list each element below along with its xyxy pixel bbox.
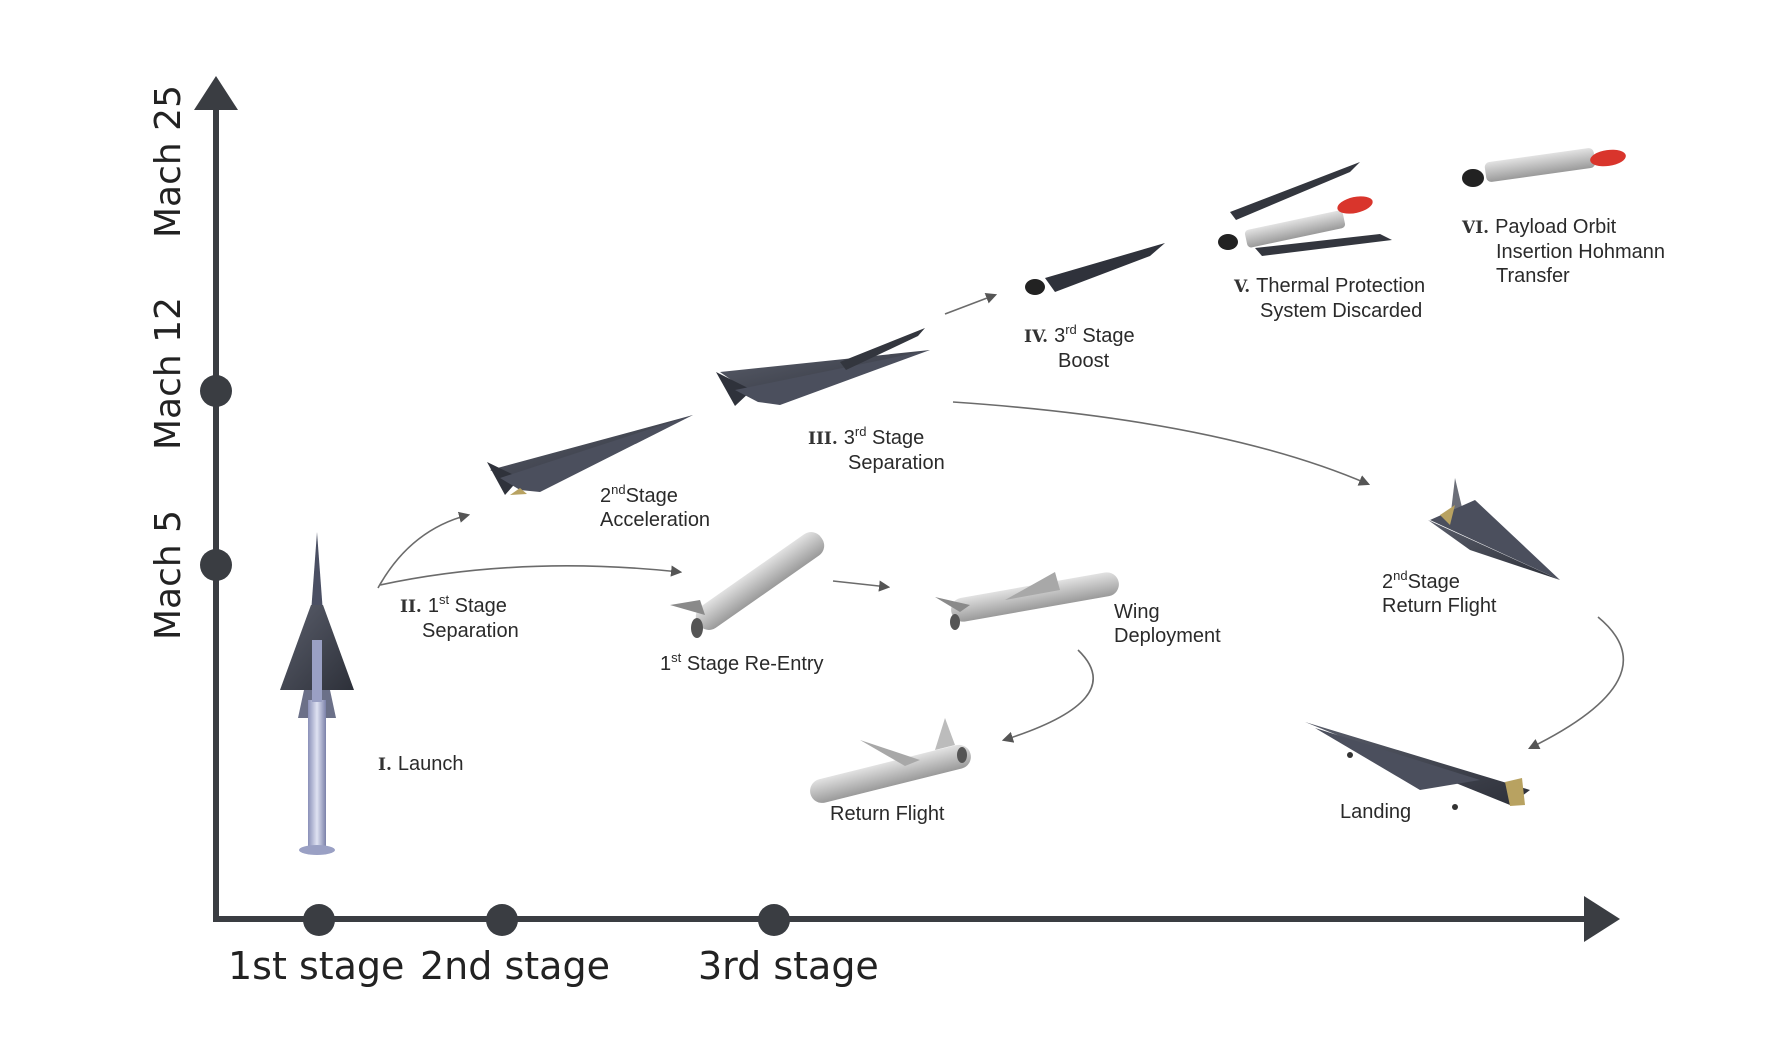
arrow-reentry-to-wing [832,580,891,592]
x-tick-label-stage1: 1st stage [228,944,405,988]
label-payload-insertion: VI.Payload Orbit Insertion Hohmann Trans… [1462,216,1665,287]
x-tick-stage3-dot [758,904,790,936]
reentry-booster-icon [670,532,825,638]
label-landing: Landing [1340,801,1412,823]
label-return-flight: Return Flight [830,803,945,825]
return-vehicle-icon [1428,478,1560,580]
landing-vehicle-icon [1305,722,1530,810]
arrow-sep-to-reentry [379,565,683,586]
label-stage3-boost: IV.3rd Stage Boost [1024,322,1135,372]
x-tick-stage1-dot [303,904,335,936]
y-tick-label-mach12: Mach 12 [148,297,189,450]
x-tick-stage2-dot [486,904,518,936]
label-launch: I.Launch [378,752,464,777]
arrow-return2-to-landing [1527,616,1625,750]
x-tick-label-stage3: 3rd stage [698,944,879,988]
return-flight-icon [810,718,971,803]
y-tick-label-mach5: Mach 5 [148,509,189,640]
arrow-launch-to-accel [377,511,471,589]
y-tick-mach5-dot [200,549,232,581]
wing-deploy-icon [935,572,1119,630]
arrow-sep3-to-boost [944,292,998,315]
numeral-launch: I. [378,755,392,775]
label-stage2-acceleration: 2ndStage Acceleration [600,482,711,531]
label-tps-discarded: V.Thermal Protection System Discarded [1234,275,1426,322]
label-wing-deployment: Wing Deployment [1114,601,1221,647]
booster-icon [1025,243,1165,295]
hypersonic-vehicle-icon [487,415,693,495]
x-axis-arrowhead [1584,896,1620,942]
x-tick-label-stage2: 2nd stage [420,944,610,988]
launch-rocket-icon [280,532,354,855]
payload-icon [1462,148,1626,187]
label-stage2-return-flight: 2ndStage Return Flight [1382,568,1497,617]
label-stage1-separation: II.1st Stage Separation [400,592,519,642]
y-axis-arrowhead [194,76,238,110]
label-stage3-separation: III.3rd Stage Separation [808,424,945,474]
tps-discard-icon [1218,162,1392,256]
arrow-sep3-to-return2 [952,401,1371,486]
arrow-wing-to-return [1001,649,1094,743]
label-stage1-reentry: 1st Stage Re-Entry [660,650,824,675]
stage3-separation-icon [716,328,930,406]
flow-arrows [377,292,1625,750]
y-tick-label-mach25: Mach 25 [148,85,189,238]
axes [194,76,1620,942]
label-launch-text: Launch [397,753,464,775]
y-tick-mach12-dot [200,375,232,407]
